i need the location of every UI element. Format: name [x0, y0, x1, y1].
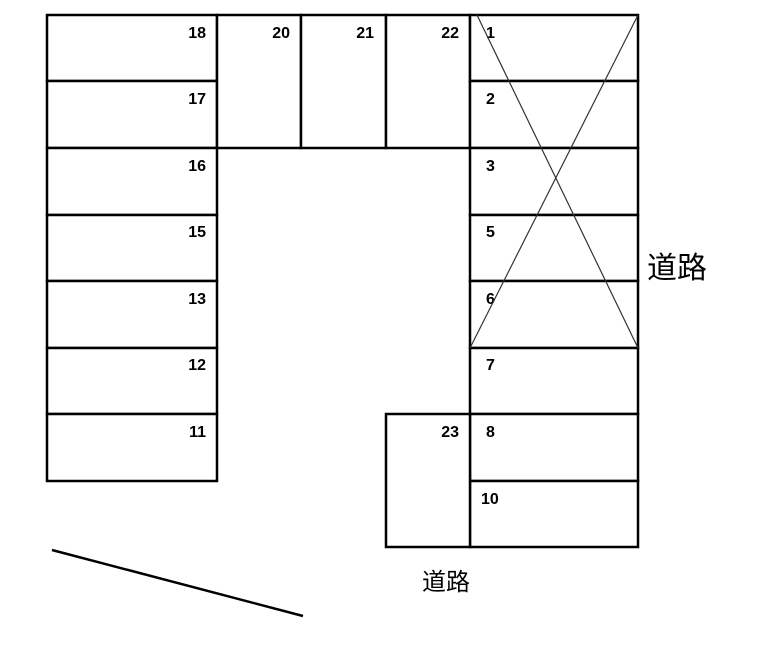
space-21-box — [299, 13, 388, 150]
space-10-box — [468, 479, 640, 549]
space-23-box — [384, 412, 472, 549]
space-15[interactable]: 15 — [45, 213, 219, 283]
space-20-box — [215, 13, 303, 150]
cross-line-a — [476, 14, 639, 349]
space-5-number: 5 — [486, 224, 495, 241]
space-16[interactable]: 16 — [45, 146, 219, 217]
space-15-box — [45, 213, 219, 283]
space-2-number: 2 — [486, 91, 495, 108]
space-22-box — [384, 13, 472, 150]
space-8-number: 8 — [486, 424, 495, 441]
space-23[interactable]: 23 — [384, 412, 472, 549]
space-5[interactable]: 5 — [468, 213, 640, 283]
space-2[interactable]: 2 — [468, 79, 640, 150]
space-20-number: 20 — [272, 25, 290, 42]
cross-line-b — [469, 14, 639, 349]
space-12-box — [45, 346, 219, 416]
right-column: 1 2 3 5 6 7 8 10 — [468, 13, 640, 549]
left-column: 18 17 16 15 13 12 11 — [45, 13, 219, 483]
space-17-box — [45, 79, 219, 150]
space-12-number: 12 — [188, 357, 206, 374]
space-11-number: 11 — [189, 424, 206, 441]
space-13-number: 13 — [188, 291, 206, 308]
space-22[interactable]: 22 — [384, 13, 472, 150]
space-11-box — [45, 412, 219, 483]
space-17-number: 17 — [188, 91, 206, 108]
space-1-number: 1 — [486, 25, 495, 42]
space-1[interactable]: 1 — [468, 13, 640, 83]
space-17[interactable]: 17 — [45, 79, 219, 150]
space-12[interactable]: 12 — [45, 346, 219, 416]
space-21[interactable]: 21 — [299, 13, 388, 150]
space-18-box — [45, 13, 219, 83]
space-21-number: 21 — [356, 25, 374, 42]
space-7-box — [468, 346, 640, 416]
space-5-box — [468, 213, 640, 283]
space-23-number: 23 — [441, 424, 459, 441]
unavailable-cross-mark — [469, 14, 639, 349]
space-6[interactable]: 6 — [468, 279, 640, 350]
street-edge-line — [51, 548, 304, 618]
space-10[interactable]: 10 — [468, 479, 640, 549]
top-row: 20 21 22 — [215, 13, 472, 150]
space-22-number: 22 — [441, 25, 459, 42]
space-7[interactable]: 7 — [468, 346, 640, 416]
space-13[interactable]: 13 — [45, 279, 219, 350]
space-6-number: 6 — [486, 291, 495, 308]
space-20[interactable]: 20 — [215, 13, 303, 150]
space-3-number: 3 — [486, 158, 495, 175]
space-1-box — [468, 13, 640, 83]
space-8[interactable]: 8 — [468, 412, 640, 483]
space-2-box — [468, 79, 640, 150]
space-16-number: 16 — [188, 158, 206, 175]
space-15-number: 15 — [188, 224, 206, 241]
space-11[interactable]: 11 — [45, 412, 219, 483]
road-label-bottom: 道路 — [422, 568, 470, 596]
space-8-box — [468, 412, 640, 483]
space-10-number: 10 — [481, 491, 499, 508]
road-label-right: 道路 — [647, 251, 707, 286]
space-7-number: 7 — [486, 357, 495, 374]
space-6-box — [468, 279, 640, 350]
space-18[interactable]: 18 — [45, 13, 219, 83]
space-18-number: 18 — [188, 25, 206, 42]
